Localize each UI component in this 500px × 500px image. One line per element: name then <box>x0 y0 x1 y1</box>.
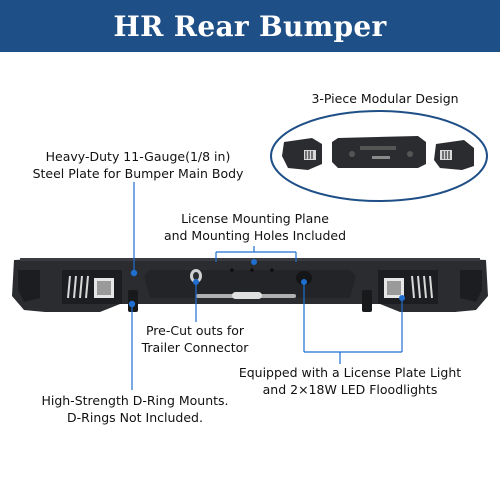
callout-license-light-line1: Equipped with a License Plate Light <box>238 365 462 380</box>
callout-license-plane-line1: License Mounting Plane <box>181 211 329 226</box>
right-end-piece <box>434 140 474 170</box>
callout-precut-line1: Pre-Cut outs for <box>145 323 245 338</box>
bumper-graphic <box>12 258 488 312</box>
modular-inset <box>268 108 490 204</box>
callout-license-plane: License Mounting Plane and Mounting Hole… <box>150 210 360 244</box>
callout-modular-line1: 3-Piece Modular Design <box>311 91 459 106</box>
license-plate-light <box>296 271 312 285</box>
callout-heavy-duty: Heavy-Duty 11-Gauge(1/8 in) Steel Plate … <box>18 148 258 182</box>
callout-license-light: Equipped with a License Plate Light and … <box>225 364 475 398</box>
center-piece <box>332 136 426 168</box>
title-banner: HR Rear Bumper <box>0 0 500 52</box>
callout-d-ring: High-Strength D-Ring Mounts. D-Rings Not… <box>20 392 250 426</box>
left-floodlight <box>62 270 122 304</box>
callout-license-light-line2: and 2×18W LED Floodlights <box>262 382 438 397</box>
callout-d-ring-line1: High-Strength D-Ring Mounts. <box>41 393 229 408</box>
right-d-ring-mount <box>362 290 372 312</box>
callout-precut-line2: Trailer Connector <box>141 340 249 355</box>
callout-precut: Pre-Cut outs for Trailer Connector <box>130 322 260 356</box>
callout-heavy-duty-line1: Heavy-Duty 11-Gauge(1/8 in) <box>45 149 231 164</box>
banner-title: HR Rear Bumper <box>113 9 387 43</box>
left-end-piece <box>282 138 322 170</box>
callout-d-ring-line2: D-Rings Not Included. <box>67 410 203 425</box>
modular-inset-graphic <box>270 110 488 202</box>
callout-license-plane-line2: and Mounting Holes Included <box>163 228 347 243</box>
right-floodlight <box>378 270 438 304</box>
left-d-ring-mount <box>128 290 138 312</box>
bumper-main-view <box>0 240 500 330</box>
callout-heavy-duty-line2: Steel Plate for Bumper Main Body <box>32 166 244 181</box>
callout-modular: 3-Piece Modular Design <box>300 90 470 107</box>
